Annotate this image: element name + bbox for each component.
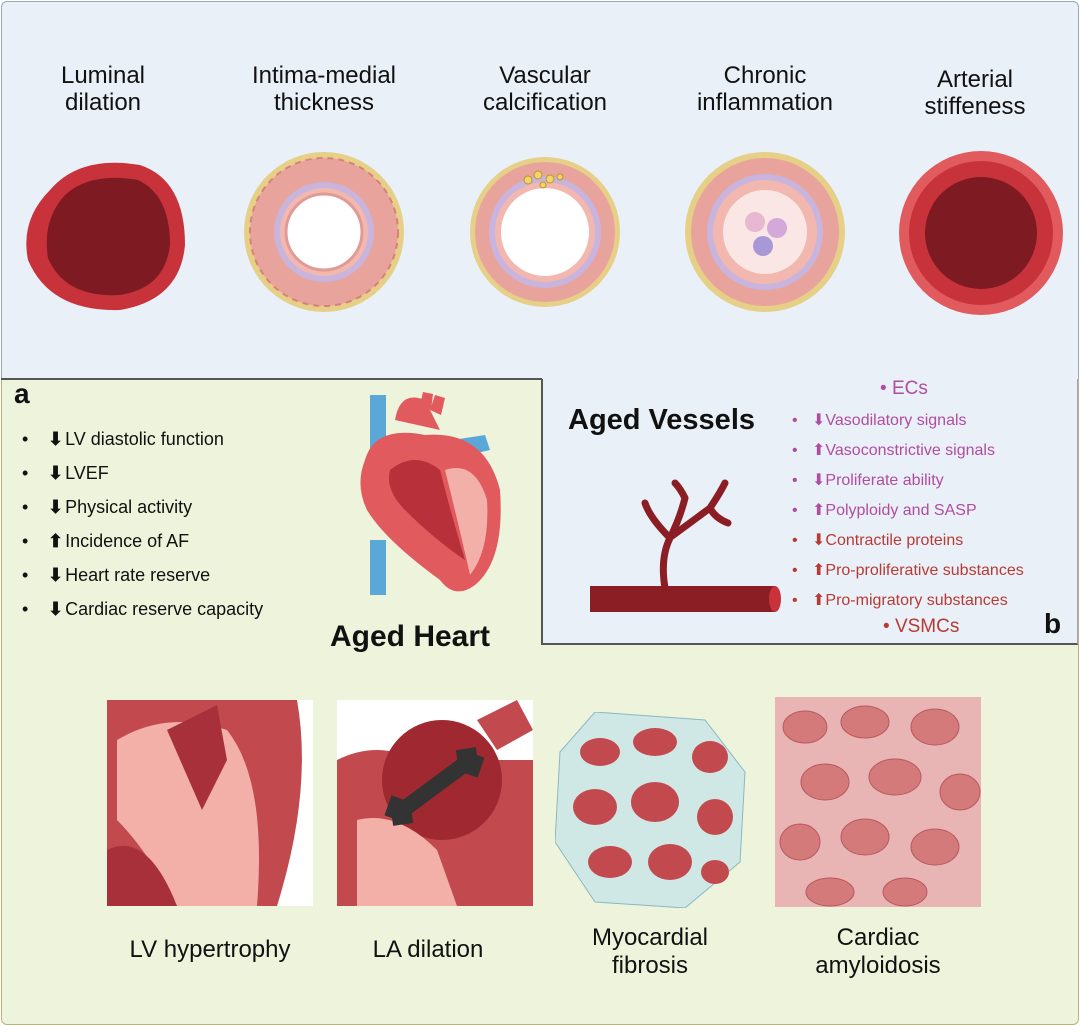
aged-vessels-title: Aged Vessels [568, 404, 755, 436]
list-item: ⬆Polyploidy and SASP [792, 496, 995, 526]
list-item: ⬆Incidence of AF [22, 524, 263, 558]
panel-b-letter: b [1044, 608, 1062, 639]
list-item: ⬇Proliferate ability [792, 466, 995, 496]
vessel-branch-illustration [590, 479, 781, 612]
lv-hypertrophy-illustration [107, 700, 313, 906]
list-item: ⬆Pro-migratory substances [792, 586, 1024, 616]
list-item: ⬇Contractile proteins [792, 526, 1024, 556]
list-item: ⬇Heart rate reserve [22, 558, 263, 592]
ec-changes-list: ⬇Vasodilatory signals ⬆Vasoconstrictive … [792, 406, 995, 526]
inflamed-vessel-illustration [685, 152, 845, 312]
myocardial-fibrosis-illustration [555, 712, 746, 908]
heart-illustration [360, 392, 501, 595]
panel-a-letter: a [14, 378, 30, 409]
panel-divider [1, 378, 542, 380]
list-item: ⬆Vasoconstrictive signals [792, 436, 995, 466]
label-lv-hypertrophy: LV hypertrophy [129, 936, 291, 963]
list-item: ⬇LV diastolic function [22, 422, 263, 456]
list-item: ⬇Vasodilatory signals [792, 406, 995, 436]
ecs-heading: • ECs [880, 378, 928, 399]
label-la-dilation: LA dilation [372, 936, 484, 963]
list-item: ⬇Physical activity [22, 490, 263, 524]
list-item: ⬇Cardiac reserve capacity [22, 592, 263, 626]
list-item: ⬆Pro-proliferative substances [792, 556, 1024, 586]
vsmcs-heading: • VSMCs [883, 616, 960, 637]
aged-heart-title: Aged Heart [330, 620, 491, 653]
dilated-vessel-illustration [26, 162, 185, 311]
aged-heart-list: ⬇LV diastolic function ⬇LVEF ⬇Physical a… [22, 422, 263, 626]
calcified-vessel-illustration [470, 157, 620, 307]
stiff-vessel-illustration [899, 151, 1063, 315]
la-dilation-illustration [337, 700, 533, 906]
cardiac-amyloidosis-illustration [775, 697, 981, 907]
list-item: ⬇LVEF [22, 456, 263, 490]
vsmc-changes-list: ⬇Contractile proteins ⬆Pro-proliferative… [792, 526, 1024, 616]
thickened-vessel-illustration [244, 152, 404, 312]
